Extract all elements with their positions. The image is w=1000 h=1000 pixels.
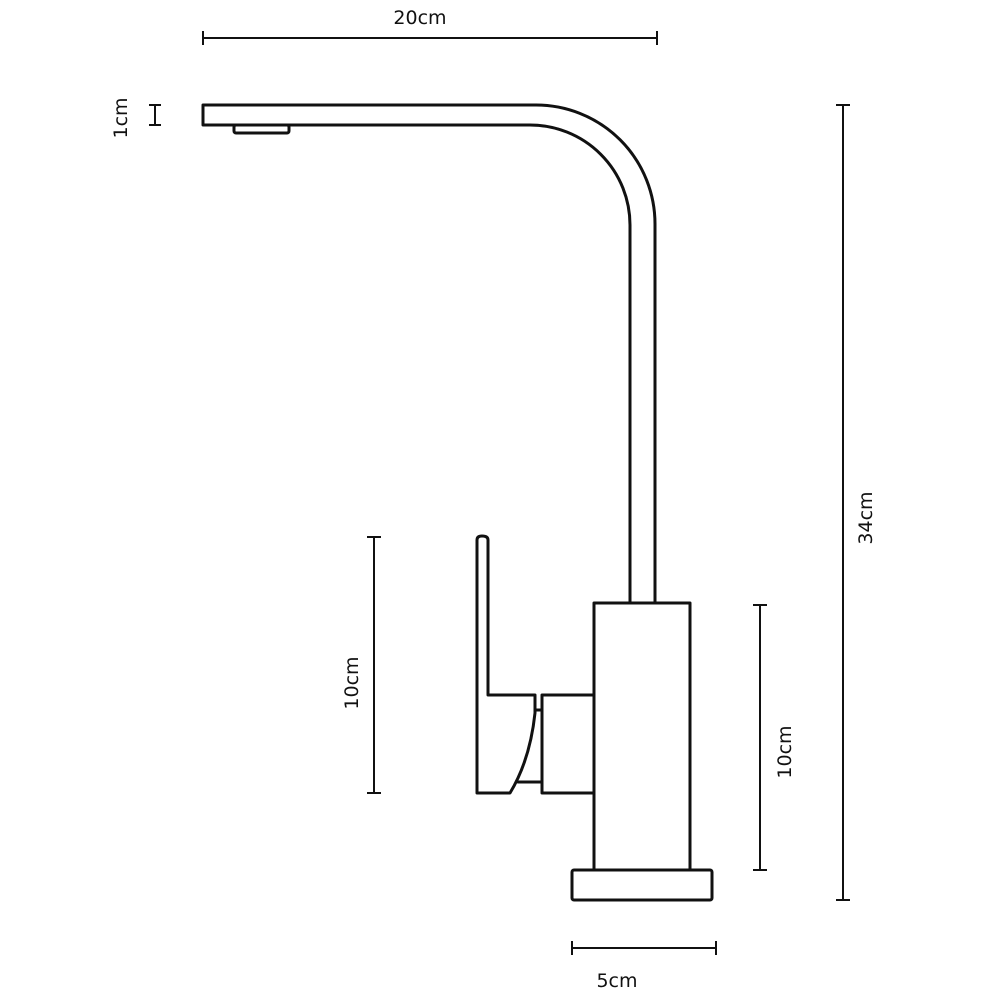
label-base-width: 5cm	[596, 970, 637, 992]
label-body-height: 10cm	[774, 725, 796, 778]
label-handle-height: 10cm	[341, 656, 363, 709]
faucet-base	[570, 868, 714, 902]
handle-lever	[475, 534, 537, 795]
dimension-body-height: 10cm	[753, 604, 796, 871]
dimension-spout-length: 20cm	[202, 7, 658, 45]
label-spout-thickness: 1cm	[110, 97, 132, 138]
dimension-handle-height: 10cm	[341, 536, 381, 794]
dimension-base-width: 5cm	[571, 941, 717, 992]
faucet-body	[592, 601, 692, 872]
dimension-spout-thickness: 1cm	[110, 97, 161, 139]
aerator	[232, 123, 291, 135]
label-total-height: 34cm	[855, 491, 877, 544]
label-spout-length: 20cm	[393, 7, 446, 29]
handle-connector	[540, 693, 596, 795]
faucet	[201, 103, 714, 902]
dimension-total-height: 34cm	[836, 104, 877, 901]
spout	[201, 103, 657, 605]
handle-joint	[516, 708, 544, 784]
